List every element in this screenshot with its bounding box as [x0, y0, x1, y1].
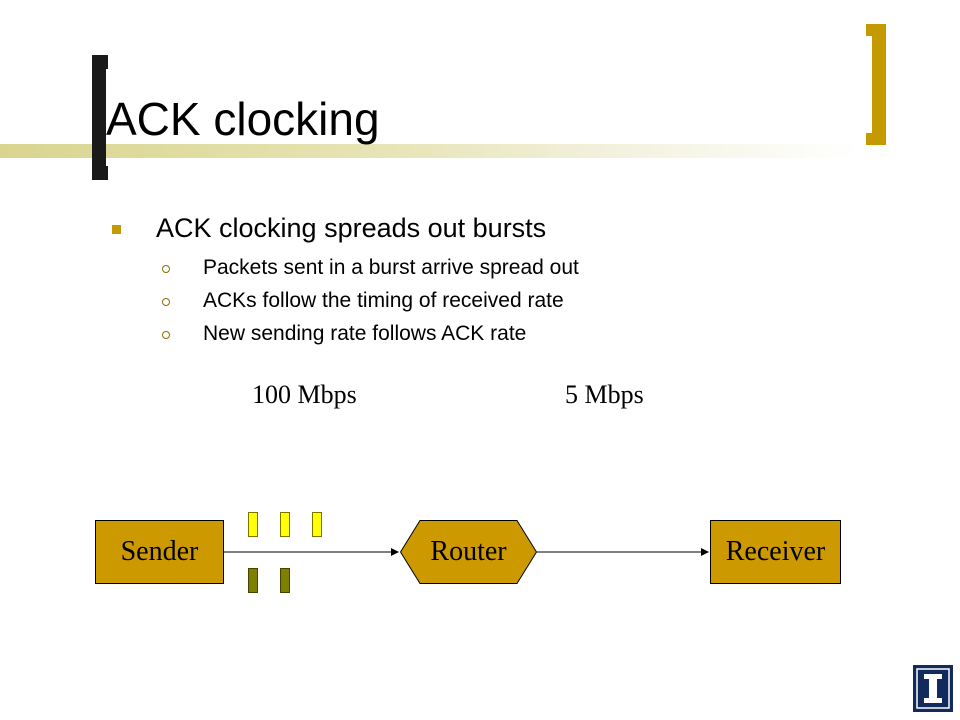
bullet-square-icon	[112, 225, 121, 234]
sender-node: Sender	[95, 520, 224, 584]
router-label: Router	[430, 536, 507, 567]
logo-i-icon	[916, 668, 950, 709]
ack-packet	[280, 568, 290, 593]
sub-bullet-circle-icon	[162, 298, 170, 306]
ack-packet	[248, 568, 258, 593]
illinois-block-i-logo	[913, 665, 953, 712]
receiver-node: Receiver	[710, 520, 841, 584]
data-packet	[248, 512, 258, 537]
data-packet	[280, 512, 290, 537]
sub-bullet-3: New sending rate follows ACK rate	[203, 322, 527, 345]
rate-label-left: 100 Mbps	[252, 380, 357, 409]
data-packet	[312, 512, 322, 537]
left-bracket-decoration	[92, 55, 108, 180]
sub-bullet-2: ACKs follow the timing of received rate	[203, 289, 564, 312]
router-hexagon-shape	[400, 520, 537, 584]
title-accent-bar	[0, 144, 860, 158]
sub-bullet-1: Packets sent in a burst arrive spread ou…	[203, 256, 579, 279]
sub-bullet-circle-icon	[162, 331, 170, 339]
bullet-main: ACK clocking spreads out bursts	[156, 213, 547, 243]
rate-label-right: 5 Mbps	[565, 380, 644, 409]
right-bracket-decoration	[866, 24, 886, 145]
slide-title: ACK clocking	[106, 93, 380, 145]
router-node: Router	[400, 520, 537, 584]
sub-bullet-circle-icon	[162, 265, 170, 273]
